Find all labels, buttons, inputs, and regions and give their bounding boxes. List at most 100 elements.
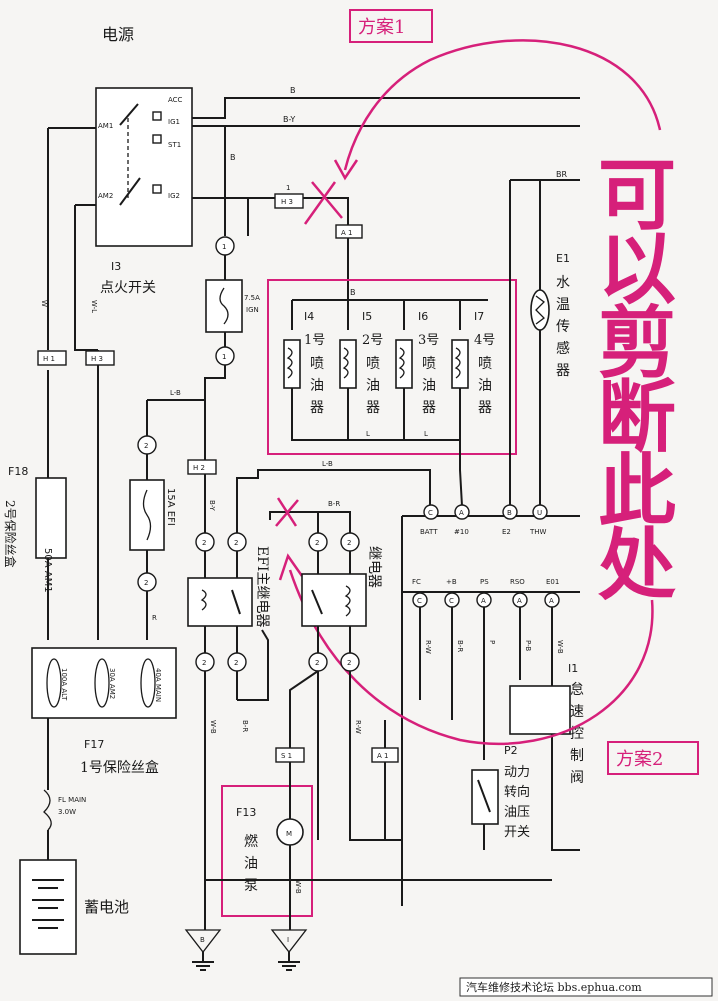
fuse-efi: 2 15A EFI 2 — [129, 435, 176, 592]
svg-text:H 3: H 3 — [91, 355, 103, 363]
svg-text:器: 器 — [310, 400, 324, 416]
svg-text:2: 2 — [347, 659, 351, 667]
svg-text:汽车维修技术论坛 bbs.ephua.com: 汽车维修技术论坛 bbs.ephua.com — [466, 980, 642, 994]
svg-text:A 1: A 1 — [341, 229, 352, 237]
svg-text:喷: 喷 — [422, 356, 436, 372]
svg-text:THW: THW — [529, 528, 547, 536]
wire-b-mid: B — [230, 153, 236, 162]
svg-text:B: B — [200, 936, 205, 944]
wire-by-top: B-Y — [283, 115, 295, 124]
svg-text:L: L — [424, 430, 428, 438]
circuit-relay: B-R 2 2 继电器 2 2 — [269, 497, 382, 672]
svg-text:L: L — [366, 430, 370, 438]
svg-text:2: 2 — [347, 539, 351, 547]
ground-b: B — [184, 929, 222, 971]
svg-text:A: A — [549, 597, 554, 605]
injector-i6: I6 3号 喷 油 器 — [395, 310, 439, 416]
svg-text:油: 油 — [310, 378, 324, 394]
ignition-switch: ACC IG1 ST1 IG2 AM1 AM2 I3 点火开关 — [95, 87, 193, 296]
ignition-switch-name: 点火开关 — [100, 280, 156, 296]
plan2-callout: 方案2 — [278, 553, 699, 775]
svg-text:C: C — [428, 509, 433, 517]
f18-name: 2号保险丝盒 — [3, 500, 18, 568]
svg-text:S 1: S 1 — [281, 752, 292, 760]
svg-text:I5: I5 — [362, 310, 372, 323]
plan1-callout: 方案1 — [333, 9, 662, 181]
svg-text:B-R: B-R — [328, 500, 340, 508]
svg-text:2: 2 — [234, 659, 238, 667]
svg-text:2: 2 — [315, 539, 319, 547]
svg-text:IGN: IGN — [246, 306, 259, 314]
fuse-am1: 50A AM1 — [42, 548, 53, 593]
pin-ig1: IG1 — [168, 118, 180, 126]
svg-text:温: 温 — [556, 297, 570, 313]
svg-text:油: 油 — [366, 378, 380, 394]
fuel-pump: S 1 M F13 燃 油 泵 — [221, 747, 313, 917]
svg-text:#10: #10 — [454, 528, 469, 536]
ignition-switch-code: I3 — [111, 260, 121, 273]
svg-text:7.5A: 7.5A — [244, 294, 260, 302]
injector-i7: I7 4号 喷 油 器 — [451, 310, 495, 416]
wire-wl-left: W-L — [90, 300, 98, 313]
svg-text:剪: 剪 — [598, 298, 676, 389]
svg-text:I4: I4 — [304, 310, 314, 323]
ecu-bottom-pins: FC C +B C PS A RSO A E01 A — [412, 578, 560, 608]
svg-text:喷: 喷 — [366, 356, 380, 372]
svg-text:PS: PS — [480, 578, 489, 586]
svg-text:B-R: B-R — [241, 720, 249, 732]
connector-h1: H 1 — [37, 350, 67, 366]
svg-text:+B: +B — [446, 578, 457, 586]
svg-text:A: A — [459, 509, 464, 517]
pin-am2: AM2 — [98, 192, 113, 200]
svg-text:M: M — [286, 830, 292, 838]
svg-text:B: B — [350, 288, 356, 297]
cut-here-annotation: 可 以 剪 断 此 处 — [598, 150, 676, 611]
svg-text:控: 控 — [570, 726, 584, 742]
svg-text:B: B — [507, 509, 512, 517]
svg-text:方案2: 方案2 — [616, 749, 663, 770]
svg-text:感: 感 — [556, 340, 570, 357]
svg-text:W-B: W-B — [294, 880, 302, 894]
svg-text:油: 油 — [478, 378, 492, 394]
battery: 蓄电池 — [19, 859, 129, 955]
svg-text:I7: I7 — [474, 310, 484, 323]
svg-text:器: 器 — [422, 400, 436, 416]
fuse-main40: 40A MAIN — [154, 668, 162, 702]
svg-text:动力: 动力 — [504, 765, 530, 780]
svg-text:传: 传 — [556, 319, 570, 335]
svg-text:速: 速 — [570, 704, 584, 720]
svg-text:油压: 油压 — [504, 805, 530, 820]
injector-i4: I4 1号 喷 油 器 — [283, 310, 325, 416]
svg-text:4号: 4号 — [474, 333, 495, 348]
svg-text:此: 此 — [598, 446, 676, 537]
svg-text:转向: 转向 — [504, 784, 530, 800]
fuse-fl-rating: 3.0W — [58, 808, 76, 816]
pin-st1: ST1 — [168, 141, 181, 149]
svg-text:油: 油 — [422, 378, 436, 394]
injector-group: B — [267, 279, 517, 455]
svg-text:方案1: 方案1 — [358, 17, 405, 38]
pin-acc: ACC — [168, 96, 183, 104]
svg-text:H 2: H 2 — [193, 464, 205, 472]
wire-w-left: W — [40, 300, 48, 307]
svg-text:油: 油 — [244, 856, 258, 872]
svg-text:H 3: H 3 — [281, 198, 293, 206]
fuse-am2: 30A AM2 — [108, 668, 116, 699]
fuse-alt: 100A ALT — [60, 668, 68, 701]
svg-text:泵: 泵 — [244, 878, 258, 894]
svg-text:A 1: A 1 — [377, 752, 388, 760]
svg-text:以: 以 — [598, 224, 676, 315]
svg-text:喷: 喷 — [310, 356, 324, 372]
svg-text:B-R: B-R — [456, 640, 464, 652]
svg-text:2: 2 — [202, 539, 206, 547]
svg-text:2号: 2号 — [362, 333, 383, 348]
svg-text:15A EFI: 15A EFI — [165, 488, 176, 526]
svg-text:2: 2 — [202, 659, 206, 667]
svg-text:R: R — [152, 614, 157, 622]
svg-text:处: 处 — [598, 520, 676, 611]
svg-text:B-Y: B-Y — [208, 500, 216, 511]
svg-text:R-W: R-W — [424, 640, 432, 654]
svg-text:C: C — [417, 597, 422, 605]
svg-text:I1: I1 — [568, 662, 578, 675]
efi-main-relay: 2 2 EFI主继电器 2 2 — [187, 532, 270, 672]
